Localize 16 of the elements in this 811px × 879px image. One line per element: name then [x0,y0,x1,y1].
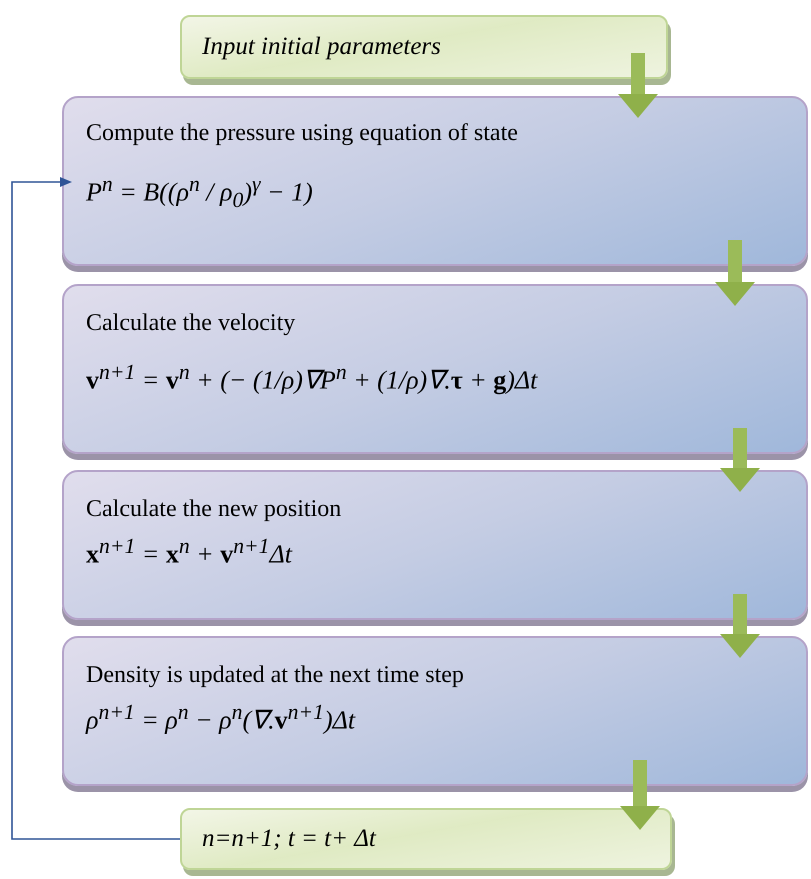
block-arrow [720,594,760,658]
equation: P$^{n}$ = B((ρ$^{n}$ / ρ$_{0}$)$^{γ}$ − 1) [86,172,313,213]
equation: v$^{n+1}$ = v$^{n}$ + (− (1/ρ)∇P$^{n}$ + (1/ρ)∇.τ + g)Δt [86,360,538,396]
block-arrow [618,53,658,118]
step-heading: Density is updated at the next time step [86,662,464,689]
block-arrow [715,240,755,306]
equation: ρ$^{n+1}$ = ρ$^{n}$ − ρ$^{n}$(∇.v$^{n+1}$)Δt [86,700,356,736]
loop-arrow [11,177,180,840]
step-label: Input initial parameters [202,33,441,61]
block-arrow [720,428,760,492]
step-heading: Calculate the new position [86,496,342,523]
block-arrow [620,760,660,830]
step-heading: Calculate the velocity [86,310,296,337]
step-label: n=n+1; t = t+ Δt [202,825,376,853]
step-heading: Compute the pressure using equation of state [86,120,518,147]
equation: x$^{n+1}$ = x$^{n}$ + v$^{n+1}$Δt [86,534,292,570]
